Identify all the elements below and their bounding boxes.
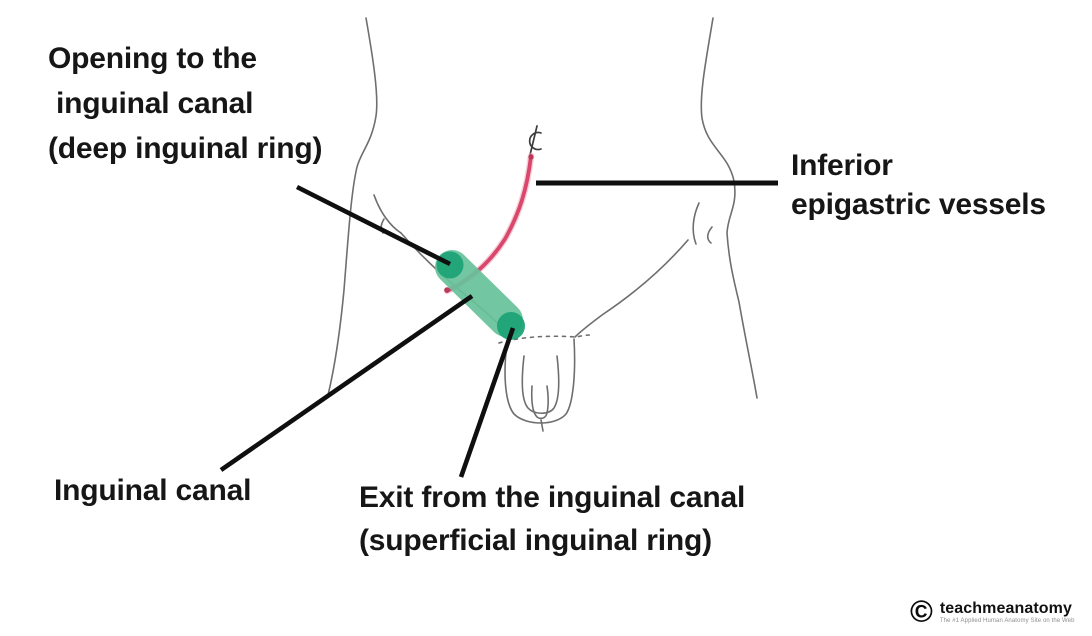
midline-tick (540, 419, 544, 432)
label-inferior-epigastric-vessels: Inferior epigastric vessels (791, 146, 1046, 224)
leader-lines (219, 180, 778, 478)
vessel-tip-dot (528, 154, 534, 160)
penis-tip-outline (530, 385, 549, 420)
brand-logo: © teachmeanatomy The #1 Applied Human An… (910, 594, 1075, 629)
hip-crease-right (692, 202, 700, 245)
copyright-icon: © (910, 594, 933, 629)
deep-ring-marker (436, 251, 464, 279)
superficial-ring-marker (497, 312, 525, 340)
label-line: Opening to the (48, 42, 257, 75)
label-line: epigastric vessels (791, 188, 1046, 221)
torso-outline-left (327, 17, 378, 396)
label-line: inguinal canal (56, 87, 254, 120)
leader-line-inguinal-canal (219, 294, 474, 472)
penis-outline (521, 355, 560, 415)
brand-name: teachmeanatomy (939, 600, 1072, 617)
label-inguinal-canal: Inguinal canal (54, 474, 251, 508)
inguinal-canal-shape (435, 250, 523, 337)
leader-line-superficial-ring (458, 327, 516, 478)
inguinal-crease-right (574, 239, 689, 338)
label-line: Inferior (791, 149, 893, 182)
label-line: Inguinal canal (54, 474, 252, 507)
body-outline-sketch (327, 17, 758, 432)
brand-tagline: The #1 Applied Human Anatomy Site on the… (939, 618, 1075, 624)
label-superficial-inguinal-ring: Exit from the inguinal canal (superficia… (359, 476, 745, 562)
hip-crease-right-small (706, 226, 713, 244)
hip-crease-left (373, 194, 402, 234)
vessel-end-dot (444, 287, 450, 293)
label-line: (deep inguinal ring) (48, 132, 323, 165)
label-line: (superficial inguinal ring) (359, 524, 712, 557)
scrotum-outline (504, 338, 576, 424)
pubic-dashed-line (498, 334, 591, 344)
torso-outline-right (700, 17, 758, 399)
label-line: Exit from the inguinal canal (359, 481, 746, 514)
leader-line-deep-ring (295, 184, 452, 267)
label-deep-inguinal-ring: Opening to the inguinal canal (deep ingu… (48, 36, 323, 171)
centerline-symbol (528, 125, 542, 156)
